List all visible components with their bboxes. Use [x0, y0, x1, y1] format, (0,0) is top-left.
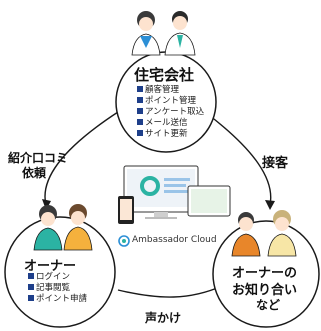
company-list-item: メール送信 — [137, 118, 188, 129]
service-label: 接客 — [262, 156, 289, 171]
acquaintance-title-line3: など — [256, 298, 281, 312]
owner-list-item: ポイント申請 — [28, 294, 87, 305]
invite-label: 声かけ — [145, 311, 182, 325]
bullet-icon — [137, 130, 143, 136]
company-list-item: ポイント管理 — [137, 96, 196, 107]
bullet-icon — [137, 86, 143, 92]
list-item-text: 顧客管理 — [145, 85, 180, 95]
arrowhead-owner — [42, 199, 51, 210]
acquaintance-title-line1: オーナーの — [232, 266, 298, 281]
bullet-icon — [137, 119, 143, 125]
list-item-text: アンケート取込 — [145, 107, 205, 117]
company-people-illustration — [131, 11, 196, 56]
bullet-icon — [28, 284, 34, 290]
owner-people-illustration — [33, 204, 93, 251]
arrow-owner-to-acquaintance — [117, 285, 223, 298]
list-item-text: ポイント管理 — [145, 96, 197, 106]
arrow-company-to-owner — [44, 111, 119, 206]
bullet-icon — [28, 295, 34, 301]
owner-list-item: ログイン — [28, 272, 70, 283]
referral-label-line1: 紹介口コミ — [8, 151, 69, 165]
owner-title: オーナー — [24, 259, 77, 274]
company-list-item: サイト更新 — [137, 129, 188, 140]
acquaintance-people-illustration — [231, 210, 297, 257]
bullet-icon — [137, 97, 143, 103]
list-item-text: ログイン — [36, 272, 71, 282]
bullet-icon — [28, 273, 34, 279]
devices-illustration — [118, 165, 231, 224]
brand-name: Ambassador Cloud — [132, 235, 217, 245]
referral-label-line2: 依頼 — [22, 166, 47, 180]
company-list-item: アンケート取込 — [137, 107, 204, 118]
list-item-text: メール送信 — [145, 118, 188, 128]
owner-list-item: 記事閲覧 — [28, 283, 70, 294]
company-list-item: 顧客管理 — [137, 85, 179, 96]
arrow-company-to-acquaintance — [204, 111, 272, 206]
list-item-text: 記事閲覧 — [36, 283, 71, 293]
acquaintance-title-line2: お知り合い — [232, 283, 298, 298]
list-item-text: ポイント申請 — [36, 294, 88, 304]
arrowhead-acquaintance — [265, 200, 275, 210]
bullet-icon — [137, 108, 143, 114]
company-title: 住宅会社 — [134, 66, 195, 84]
list-item-text: サイト更新 — [145, 129, 188, 139]
ambassador-cloud-logo-icon — [118, 235, 130, 247]
